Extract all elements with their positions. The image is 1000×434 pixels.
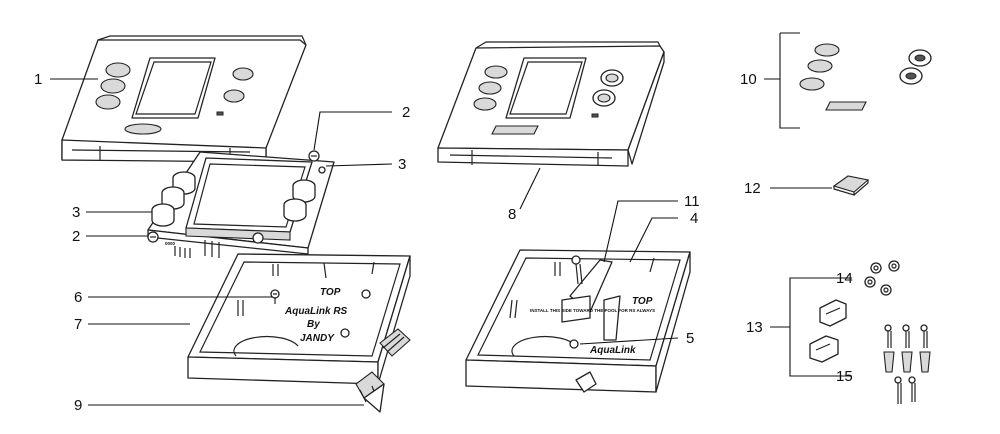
front-bezel-left (61, 35, 307, 163)
install-text: INSTALL THIS SIDE TOWARD THE POOL FOR RS… (530, 308, 655, 313)
adhesive-pad (832, 175, 870, 193)
callout-13: 13 (746, 319, 763, 336)
wall-anchors-left (355, 328, 411, 413)
callout-4: 4 (690, 210, 698, 227)
button-caps-left (151, 171, 196, 227)
callout-12: 12 (744, 180, 761, 197)
callout-1: 1 (34, 71, 42, 88)
screw-6 (270, 289, 371, 338)
leader-lines (50, 32, 852, 406)
nuts (864, 260, 900, 296)
callout-5: 5 (686, 330, 694, 347)
callout-10: 10 (740, 71, 757, 88)
box-text-top: TOP (320, 287, 341, 298)
circuit-board: 0000 (147, 150, 335, 258)
assembled-control-panel (437, 41, 665, 167)
clamp-brackets (809, 299, 847, 363)
button-caps-set (799, 43, 932, 111)
back-box-left: TOP AquaLink RS By JANDY (187, 253, 411, 385)
callout-3-left: 3 (72, 204, 80, 221)
box-right-top: TOP (632, 296, 653, 307)
callout-11: 11 (684, 193, 700, 210)
box-right-brand: AquaLink (589, 345, 636, 356)
callout-2-bottom: 2 (72, 228, 80, 245)
screws-and-anchors (883, 324, 931, 404)
callout-7: 7 (74, 316, 82, 333)
back-box-right: INSTALL THIS SIDE TOWARD THE POOL FOR RS… (465, 249, 691, 393)
box-text-jandy: JANDY (300, 333, 335, 344)
callout-8: 8 (508, 206, 516, 223)
callout-numbers: 1 2 3 3 2 6 7 9 8 11 4 5 10 12 14 13 15 (34, 71, 853, 414)
callout-3-right: 3 (398, 156, 406, 173)
callout-2-top: 2 (402, 104, 410, 121)
callout-15: 15 (836, 368, 853, 385)
callout-14: 14 (836, 270, 853, 287)
box-text-by: By (307, 319, 320, 330)
box-text-brand: AquaLink RS (284, 306, 348, 317)
callout-9: 9 (74, 397, 82, 414)
button-caps-right (283, 179, 316, 222)
callout-6: 6 (74, 289, 82, 306)
board-label: 0000 (165, 241, 176, 246)
